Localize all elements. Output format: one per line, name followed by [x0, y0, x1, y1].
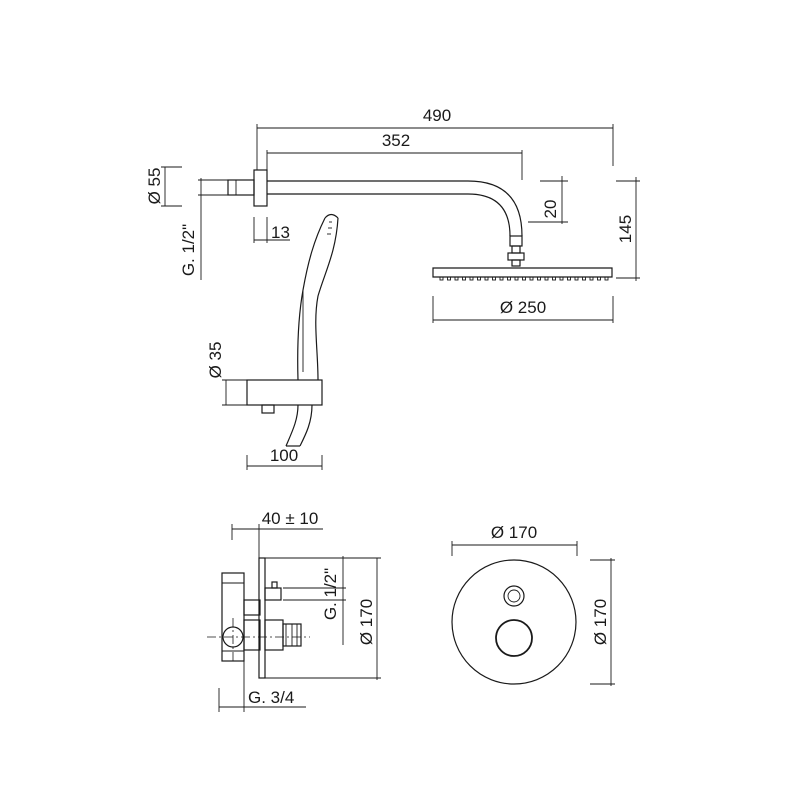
- nozzle: [544, 276, 549, 281]
- nozzle: [492, 276, 496, 281]
- dim-total-height: 145: [616, 177, 640, 281]
- mixer-outlet: [264, 587, 282, 601]
- arm-pipe-bottom: [267, 193, 511, 237]
- dim-front-plate-height: Ø 170: [590, 558, 615, 686]
- nozzle: [574, 276, 579, 281]
- label-flange-depth: 13: [271, 223, 290, 242]
- mixer-side-view: [207, 557, 310, 679]
- label-front-plate-height: Ø 170: [591, 599, 610, 645]
- dim-holder-length: 100: [246, 446, 323, 470]
- nozzle: [439, 276, 444, 281]
- dim-arm-drop: 20: [528, 176, 568, 224]
- nozzle: [604, 276, 609, 281]
- dim-flange-depth: 13: [253, 217, 290, 243]
- label-head-diameter: Ø 250: [500, 298, 546, 317]
- hose-right: [299, 404, 313, 447]
- label-holder-diameter: Ø 35: [206, 342, 225, 379]
- nozzle: [507, 276, 511, 281]
- label-mixer-outlet-thread: G. 1/2": [321, 568, 340, 620]
- label-arm-drop: 20: [541, 200, 560, 219]
- label-mixer-plate-diameter: Ø 170: [357, 599, 376, 645]
- nozzle: [454, 276, 459, 281]
- label-mixer-depth: 40 ± 10: [262, 509, 319, 528]
- nozzle: [469, 276, 474, 281]
- label-wall-flange-diameter: Ø 55: [145, 168, 164, 205]
- arm-thread-stub: [227, 179, 255, 196]
- nozzle: [582, 276, 586, 281]
- diverter-button: [503, 585, 525, 607]
- shower-head-nozzles: [439, 276, 609, 281]
- hand-shower-holder: [246, 379, 323, 406]
- shower-arm-assembly: [227, 169, 613, 281]
- dim-arm-connection-thread: G. 1/2": [179, 178, 228, 280]
- shower-head: [432, 267, 613, 278]
- dim-head-diameter: Ø 250: [432, 296, 614, 323]
- dim-mixer-outlet-thread: G. 1/2": [283, 556, 346, 645]
- dim-arm-total-length: 490: [256, 106, 614, 170]
- label-arm-total-length: 490: [423, 106, 451, 125]
- arm-pipe-top: [267, 180, 523, 237]
- dim-wall-flange-diameter: Ø 55: [145, 166, 182, 207]
- hand-shower-back: [297, 217, 326, 381]
- label-front-plate-width: Ø 170: [491, 523, 537, 542]
- hand-shower-front: [315, 217, 339, 381]
- nozzle: [589, 276, 594, 281]
- nozzle: [552, 276, 556, 281]
- dim-holder-diameter: Ø 35: [206, 342, 247, 406]
- ball-joint: [509, 235, 523, 247]
- dim-mixer-depth: 40 ± 10: [231, 509, 323, 558]
- nozzle: [522, 276, 526, 281]
- mixer-front-view: [451, 559, 577, 685]
- mixer-cartridge: [264, 619, 284, 651]
- label-total-height: 145: [616, 215, 635, 243]
- nozzle: [499, 276, 504, 281]
- nozzle: [597, 276, 601, 281]
- label-mixer-inlet-thread: G. 3/4: [248, 688, 294, 707]
- nozzle: [567, 276, 571, 281]
- nozzle: [477, 276, 481, 281]
- nozzle: [529, 276, 534, 281]
- nozzle: [559, 276, 564, 281]
- dim-mixer-inlet-thread: G. 3/4: [218, 661, 306, 712]
- hose-left: [285, 404, 299, 447]
- nozzle: [447, 276, 451, 281]
- label-arm-length: 352: [382, 131, 410, 150]
- nozzle: [514, 276, 519, 281]
- holder-outlet: [261, 404, 275, 414]
- nozzle: [537, 276, 541, 281]
- mixer-handle: [495, 619, 533, 657]
- hand-shower-assembly: [246, 213, 339, 447]
- front-plate: [451, 559, 577, 685]
- nozzle: [462, 276, 466, 281]
- dim-front-plate-width: Ø 170: [451, 523, 578, 556]
- mixer-wall-plate: [258, 557, 266, 679]
- dim-mixer-plate-diameter: Ø 170: [265, 557, 381, 680]
- label-holder-length: 100: [270, 446, 298, 465]
- dim-arm-length: 352: [266, 131, 523, 180]
- nozzle: [484, 276, 489, 281]
- wall-flange: [253, 169, 268, 207]
- label-arm-connection-thread: G. 1/2": [179, 224, 198, 276]
